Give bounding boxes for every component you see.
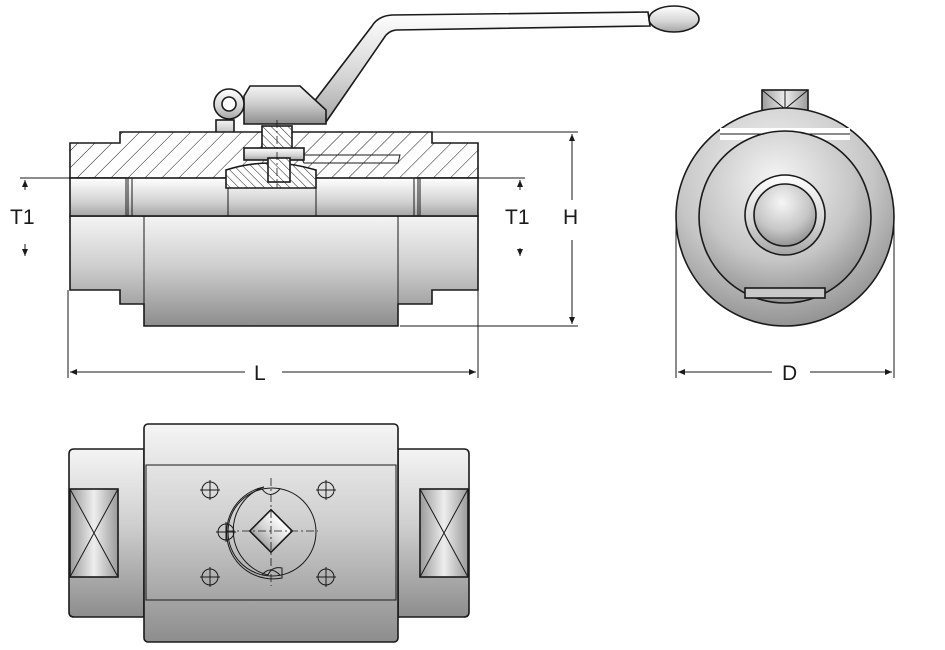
valve-body-lower xyxy=(69,215,479,327)
handle-grip xyxy=(648,5,700,33)
dim-label-d: D xyxy=(782,362,797,385)
end-view: D xyxy=(675,89,895,385)
dimensions-side: T1 T1 H L xyxy=(10,131,578,385)
dim-label-t1-left: T1 xyxy=(10,206,35,229)
side-section-view xyxy=(69,5,700,327)
top-view xyxy=(68,423,470,643)
mount-hole-bl xyxy=(200,567,220,587)
dim-label-t1-right: T1 xyxy=(505,206,530,229)
handle-lever xyxy=(298,11,651,123)
bore-inner xyxy=(753,183,817,247)
mount-hole-tl xyxy=(200,480,220,500)
handle-hub xyxy=(243,85,327,125)
mount-hole-tr xyxy=(316,480,336,500)
stop-plate xyxy=(226,486,283,580)
mount-hole-br xyxy=(316,567,336,587)
dim-label-h: H xyxy=(563,206,578,229)
dim-label-l: L xyxy=(254,362,266,385)
mount-hole-left xyxy=(216,522,236,542)
